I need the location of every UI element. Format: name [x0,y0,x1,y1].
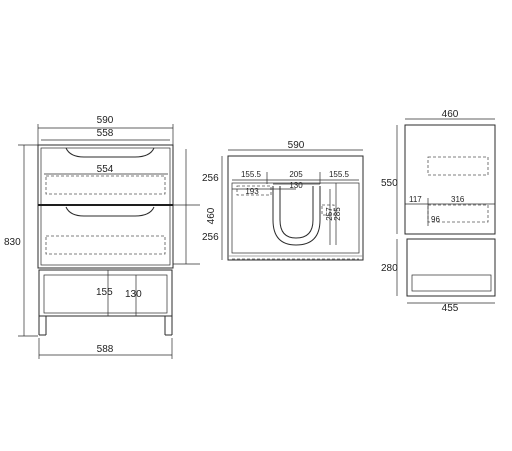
side-shelf [411,274,492,292]
dim-front-handle-width: 554 [97,164,114,175]
plumbing-cutout-outer [272,186,321,246]
dim-side-top-depth: 460 [442,109,459,120]
front-cabinet-outline [37,144,174,269]
dim-side-cabinet-height: 550 [381,178,398,189]
upper-drawer-handle [65,147,155,158]
dim-top-cut-b: 285 [333,207,342,221]
side-hidden-upper [427,156,489,176]
dim-front-upper-drawer: 256 [202,173,219,184]
dim-front-shelf-height: 155 [96,287,113,298]
dim-front-base-width: 588 [97,344,114,355]
upper-drawer-box-hidden [45,175,166,195]
side-cabinet-outline [404,124,496,235]
dim-side-small-gap: 96 [431,215,440,224]
top-hidden-left [236,185,272,196]
dim-front-lower-drawer: 256 [202,232,219,243]
dim-top-left-offset: 193 [245,187,259,196]
dim-side-right-offset: 316 [451,195,465,204]
top-hidden-right [321,204,335,216]
dim-top-center-section: 205 [289,170,303,179]
dim-top-cutout: 130 [289,181,303,190]
top-inner-outline [231,182,360,254]
top-view: 590 155.5 205 155.5 193 130 460 257 285 [206,140,364,261]
dim-front-overall-height: 830 [4,237,21,248]
side-view: 460 550 117 316 96 280 455 [381,109,496,314]
side-base-frame [406,238,496,297]
dim-top-left-section: 155.5 [241,170,262,179]
dim-top-cut-a: 257 [325,207,334,221]
lower-drawer-box-hidden [45,235,166,255]
dim-front-inner-width: 558 [97,128,114,139]
dim-top-right-section: 155.5 [329,170,350,179]
front-view: 590 558 554 256 256 830 155 130 588 [4,115,219,359]
front-base-frame [38,269,173,317]
dim-front-overall-width: 590 [97,115,114,126]
plumbing-cutout-inner [279,186,314,239]
dim-top-overall-width: 590 [288,140,305,151]
lower-drawer-handle [65,206,155,217]
front-shelf [43,274,168,314]
dim-side-shelf-height: 280 [381,263,398,274]
dim-top-depth: 460 [206,207,217,224]
dim-front-leg-gap: 130 [125,289,142,300]
dim-side-left-offset: 117 [409,195,422,204]
top-outline [227,155,364,261]
dim-side-base-depth: 455 [442,303,459,314]
front-cabinet-inner [40,147,171,266]
